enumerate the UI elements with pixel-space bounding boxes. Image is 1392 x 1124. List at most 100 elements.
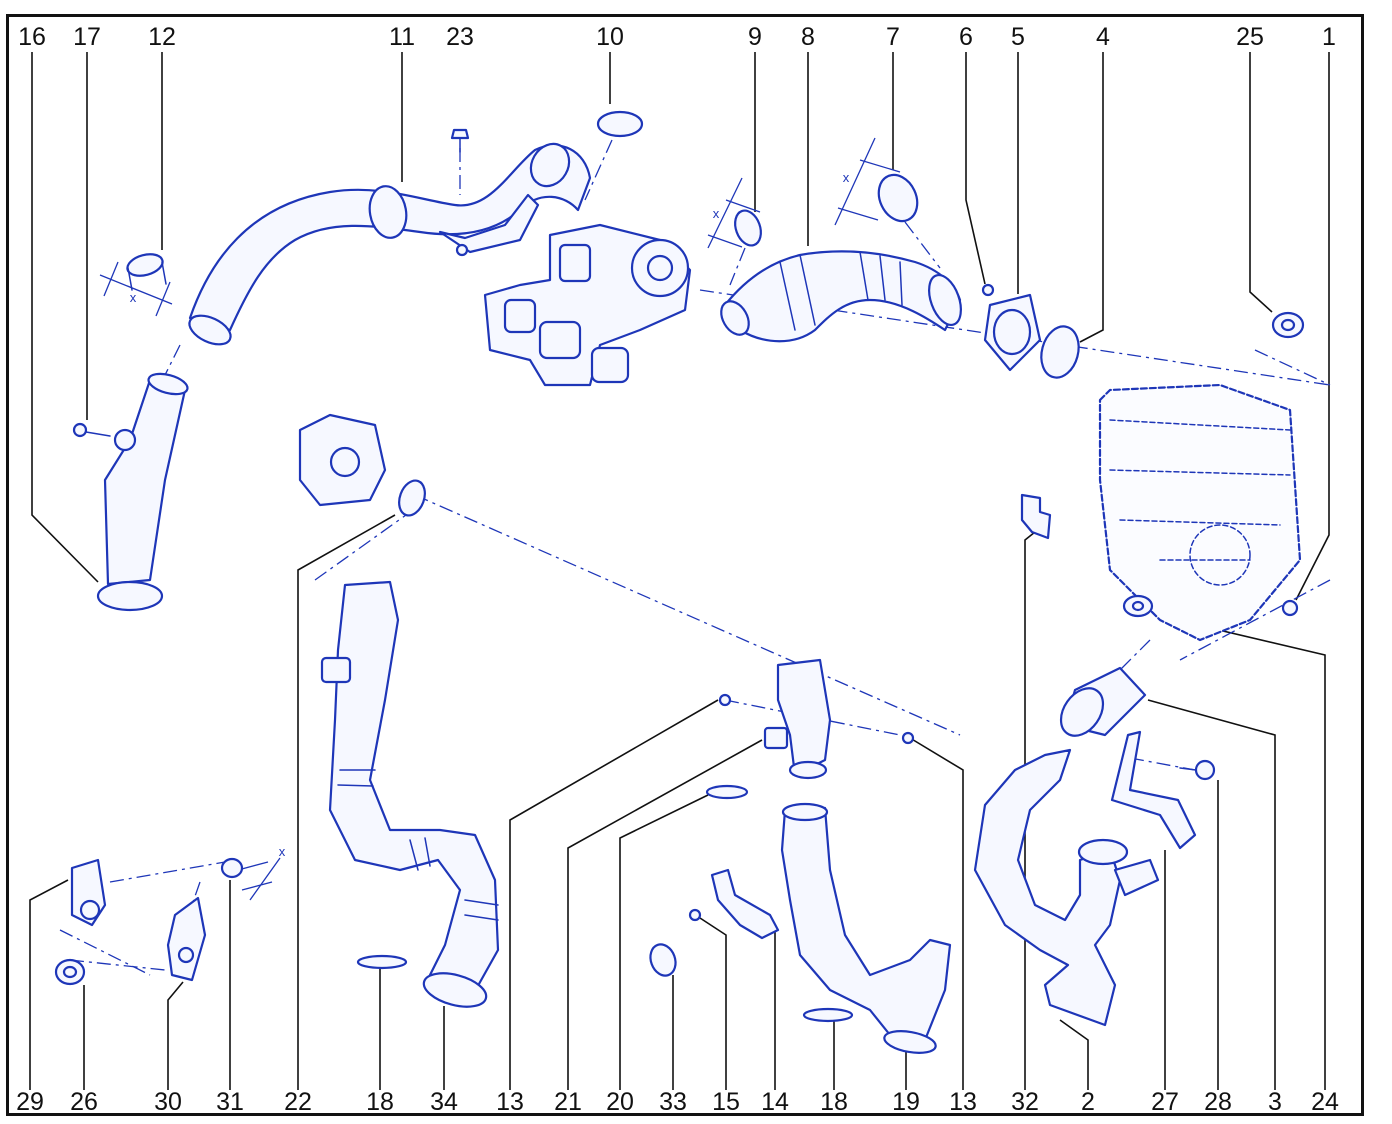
turbocharger-assembly: [483, 223, 692, 387]
pipe-19-end: [883, 1030, 937, 1054]
callout-15: 15: [712, 1088, 740, 1116]
part-31-nut: [220, 857, 244, 879]
part-28-bolt: [1179, 759, 1216, 781]
hose-11-bracket: [438, 193, 540, 254]
callout-labels-bottom: 29 26 30 31 22 18 34 13 21 20 33 15 14 1…: [16, 1088, 1339, 1116]
part-29-bracket: [70, 858, 107, 927]
part-1-screw: [1281, 599, 1299, 617]
part-19-charge-pipe: [780, 802, 952, 1054]
part-34-charge-pipe: [320, 580, 500, 1008]
part-24-grommet: [1122, 594, 1154, 618]
callout-3: 3: [1268, 1088, 1282, 1116]
hose-11-end-left: [188, 314, 232, 346]
callout-1: 1: [1322, 23, 1336, 51]
leader-24: [1154, 614, 1326, 1090]
callout-9: 9: [748, 23, 762, 51]
diagram-frame: [6, 14, 1364, 1116]
leader-13b: [909, 737, 964, 1090]
part-20-seal: [705, 784, 749, 800]
duct-2-port: [1077, 838, 1129, 866]
callout-32: 32: [1011, 1088, 1039, 1116]
part-32-gasket: [1020, 493, 1052, 540]
callout-19: 19: [892, 1088, 920, 1116]
callout-12: 12: [148, 23, 176, 51]
callout-30: 30: [154, 1088, 182, 1116]
leader-1: [1295, 52, 1330, 601]
part-22-throttle-body: [298, 413, 426, 517]
axis-9: [729, 247, 746, 286]
part-21-sensor-housing: [763, 658, 832, 780]
part-12-clamp: [126, 253, 167, 291]
axis-26: [69, 959, 166, 971]
callout-6: 6: [959, 23, 973, 51]
hose-11-end-right: [529, 142, 571, 188]
part-3-sleeve: [1059, 666, 1147, 737]
part-13-screws: [718, 693, 915, 745]
callout-17: 17: [73, 23, 101, 51]
part-18b-seal: [802, 1007, 854, 1023]
callout-18a: 18: [366, 1088, 394, 1116]
part-26-grommet: [54, 958, 86, 986]
callout-5: 5: [1011, 23, 1025, 51]
part-14-bracket: [710, 868, 780, 940]
part-15-screw: [688, 908, 702, 922]
part-6-screw: [981, 283, 995, 297]
part-23-bolt: [450, 128, 470, 153]
callout-16: 16: [18, 23, 46, 51]
leader-6: [965, 52, 986, 285]
pipe-16-body: [103, 378, 187, 586]
duct-2-body: [973, 748, 1122, 1027]
leader-3: [1147, 699, 1276, 1090]
callout-29: 29: [16, 1088, 44, 1116]
axis-29: [59, 929, 151, 976]
leader-16: [31, 52, 99, 583]
part-2-duct: [973, 748, 1160, 1027]
axis-10: [584, 139, 613, 201]
callout-13a: 13: [496, 1088, 524, 1116]
axis-engine-low: [1179, 579, 1331, 661]
part-9-clamp: [734, 209, 762, 247]
callout-22: 22: [284, 1088, 312, 1116]
part-22-o-ring: [398, 479, 426, 517]
callout-18b: 18: [820, 1088, 848, 1116]
callout-2: 2: [1081, 1088, 1095, 1116]
callout-labels-top: 16 17 12 11 23 10 9 8 7 6 5 4 25 1: [18, 23, 1336, 51]
leader-29: [29, 879, 69, 1090]
part-11-intake-hose: [188, 142, 592, 346]
leader-25: [1249, 52, 1273, 313]
svg-text:x: x: [713, 206, 720, 221]
callout-33: 33: [659, 1088, 687, 1116]
leader-20: [619, 794, 709, 1090]
callout-7: 7: [886, 23, 900, 51]
part-33-clamp: [649, 943, 677, 977]
leader-4: [1079, 52, 1104, 343]
part-10-o-ring: [596, 110, 644, 138]
callout-24: 24: [1311, 1088, 1339, 1116]
part-16-inlet-pipe: [96, 372, 189, 612]
callout-25: 25: [1236, 23, 1264, 51]
leader-2: [1059, 1019, 1089, 1090]
dimension-9: x: [707, 177, 761, 249]
callout-26: 26: [70, 1088, 98, 1116]
part-8-hose: [720, 250, 962, 343]
svg-text:x: x: [279, 844, 286, 859]
dimension-7: x: [834, 137, 901, 226]
callout-34: 34: [430, 1088, 458, 1116]
callout-4: 4: [1096, 23, 1110, 51]
axis-25: [1254, 349, 1331, 386]
callout-14: 14: [761, 1088, 789, 1116]
svg-text:x: x: [130, 290, 137, 305]
callout-31: 31: [216, 1088, 244, 1116]
hose-11-clamp: [368, 185, 408, 239]
part-18a-seal: [356, 954, 408, 970]
axis-22-13: [414, 494, 961, 736]
callout-13b: 13: [949, 1088, 977, 1116]
hose-8-body: [723, 250, 962, 343]
dimension-marks: x x x x: [99, 137, 901, 901]
engine-block: [1098, 383, 1302, 642]
part-4-seal: [1040, 325, 1080, 379]
callout-23: 23: [446, 23, 474, 51]
leader-21: [567, 739, 763, 1090]
callout-11: 11: [389, 23, 415, 51]
